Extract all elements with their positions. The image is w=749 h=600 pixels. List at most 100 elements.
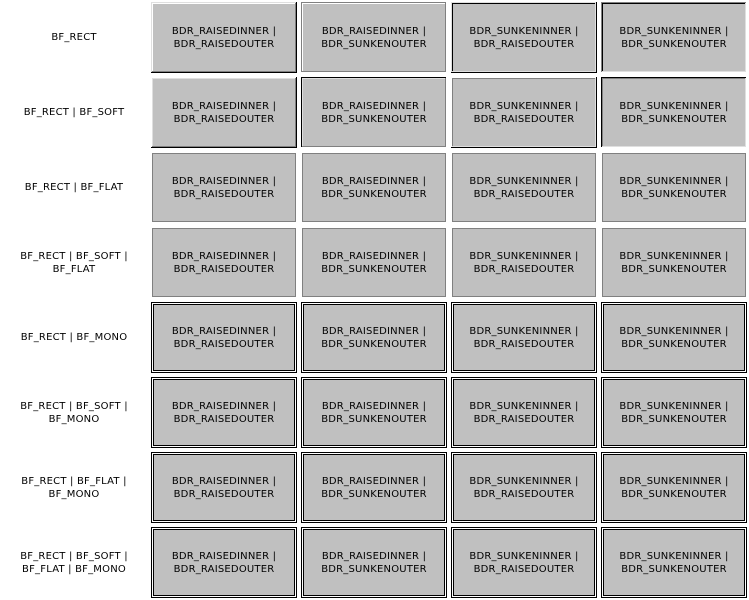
edge-sample-cell: BDR_RAISEDINNER | BDR_RAISEDOUTER [151, 302, 297, 373]
cell-label: BDR_SUNKENINNER | BDR_SUNKENOUTER [619, 325, 729, 350]
bevel-edge [601, 372, 747, 373]
row-label: BF_RECT | BF_FLAT | BF_MONO [21, 475, 127, 500]
bevel-edge [445, 453, 446, 522]
bevel-edge [602, 153, 603, 222]
bevel-edge [294, 379, 295, 446]
bevel-edge [452, 146, 596, 147]
bevel-edge [596, 302, 597, 373]
cell-label: BDR_SUNKENINNER | BDR_SUNKENOUTER [619, 475, 729, 500]
bevel-edge [451, 377, 452, 448]
bevel-edge [152, 453, 153, 522]
bevel-edge [152, 153, 296, 154]
bevel-edge [451, 527, 452, 598]
bevel-edge [601, 377, 602, 448]
bevel-edge [451, 527, 597, 528]
bevel-edge [151, 302, 297, 303]
bevel-edge [603, 304, 604, 371]
edge-sample-cell: BDR_SUNKENINNER | BDR_SUNKENOUTER [601, 302, 747, 373]
cell-label: BDR_RAISEDINNER | BDR_RAISEDOUTER [171, 25, 277, 50]
cell-label: BDR_RAISEDINNER | BDR_SUNKENOUTER [321, 550, 427, 575]
bevel-edge [602, 153, 746, 154]
bevel-edge [295, 153, 296, 222]
cell-label: BDR_SUNKENINNER | BDR_RAISEDOUTER [469, 325, 579, 350]
bevel-edge [601, 227, 602, 298]
bevel-edge [303, 304, 304, 371]
bevel-edge [445, 303, 446, 372]
bevel-edge [452, 228, 596, 229]
bevel-edge [302, 3, 303, 72]
bevel-edge [452, 453, 453, 522]
cell-label: BDR_RAISEDINNER | BDR_RAISEDOUTER [171, 475, 277, 500]
bevel-edge [151, 222, 297, 223]
bevel-edge [301, 2, 302, 73]
bevel-edge [445, 528, 446, 597]
bevel-edge [601, 522, 747, 523]
edge-sample-cell: BDR_RAISEDINNER | BDR_RAISEDOUTER [151, 452, 297, 523]
cell-label: BDR_SUNKENINNER | BDR_RAISEDOUTER [469, 25, 579, 50]
bevel-edge [445, 378, 446, 447]
bevel-edge [301, 72, 447, 73]
cell-label: BDR_RAISEDINNER | BDR_RAISEDOUTER [171, 100, 277, 125]
bevel-edge [151, 77, 297, 78]
bevel-edge [151, 72, 297, 73]
bevel-edge [745, 378, 746, 447]
bevel-edge [452, 228, 453, 297]
bevel-edge [595, 78, 596, 147]
bevel-edge [451, 372, 597, 373]
bevel-edge [302, 78, 303, 147]
bevel-edge [603, 379, 745, 380]
bevel-edge [151, 452, 297, 453]
bevel-edge [452, 596, 596, 597]
bevel-edge [595, 153, 596, 222]
bevel-edge [601, 152, 602, 223]
bevel-edge [302, 453, 303, 522]
bevel-edge [601, 77, 602, 148]
bevel-edge [296, 152, 297, 223]
bevel-edge [446, 377, 447, 448]
bevel-edge [301, 522, 447, 523]
cell-label: BDR_SUNKENINNER | BDR_SUNKENOUTER [619, 175, 729, 200]
bevel-edge [453, 454, 595, 455]
bevel-edge [594, 379, 595, 446]
edge-sample-cell: BDR_RAISEDINNER | BDR_SUNKENOUTER [301, 377, 447, 448]
bevel-edge [596, 152, 597, 223]
bevel-edge [301, 77, 302, 148]
edge-sample-cell: BDR_RAISEDINNER | BDR_RAISEDOUTER [151, 77, 297, 148]
bevel-edge [452, 521, 596, 522]
bevel-edge [595, 528, 596, 597]
edge-sample-cell: BDR_RAISEDINNER | BDR_RAISEDOUTER [151, 377, 297, 448]
bevel-edge [151, 77, 152, 148]
bevel-edge [602, 596, 746, 597]
bevel-edge [301, 527, 447, 528]
bevel-edge [444, 529, 445, 596]
bevel-edge [451, 297, 597, 298]
bevel-edge [152, 296, 296, 297]
bevel-edge [303, 454, 304, 521]
bevel-edge [452, 78, 453, 147]
edge-sample-cell: BDR_SUNKENINNER | BDR_SUNKENOUTER [601, 377, 747, 448]
edge-sample-cell: BDR_RAISEDINNER | BDR_SUNKENOUTER [301, 227, 447, 298]
bevel-edge [301, 452, 302, 523]
bevel-edge [451, 227, 597, 228]
bevel-edge [153, 304, 295, 305]
bevel-edge [152, 3, 296, 4]
cell-label: BDR_SUNKENINNER | BDR_SUNKENOUTER [619, 25, 729, 50]
edge-sample-cell: BDR_SUNKENINNER | BDR_SUNKENOUTER [601, 2, 747, 73]
bevel-edge [594, 529, 595, 596]
bevel-edge [151, 522, 297, 523]
bevel-edge [596, 452, 597, 523]
bevel-edge [452, 528, 453, 597]
bevel-edge [301, 152, 447, 153]
bevel-edge [602, 378, 746, 379]
bevel-edge [451, 447, 597, 448]
bevel-edge [296, 377, 297, 448]
bevel-edge [452, 303, 453, 372]
edge-sample-cell: BDR_RAISEDINNER | BDR_RAISEDOUTER [151, 227, 297, 298]
bevel-edge [451, 522, 597, 523]
bevel-edge [152, 371, 296, 372]
bevel-edge [303, 445, 445, 446]
bevel-edge [603, 304, 745, 305]
bevel-edge [302, 303, 303, 372]
bevel-edge [603, 454, 604, 521]
